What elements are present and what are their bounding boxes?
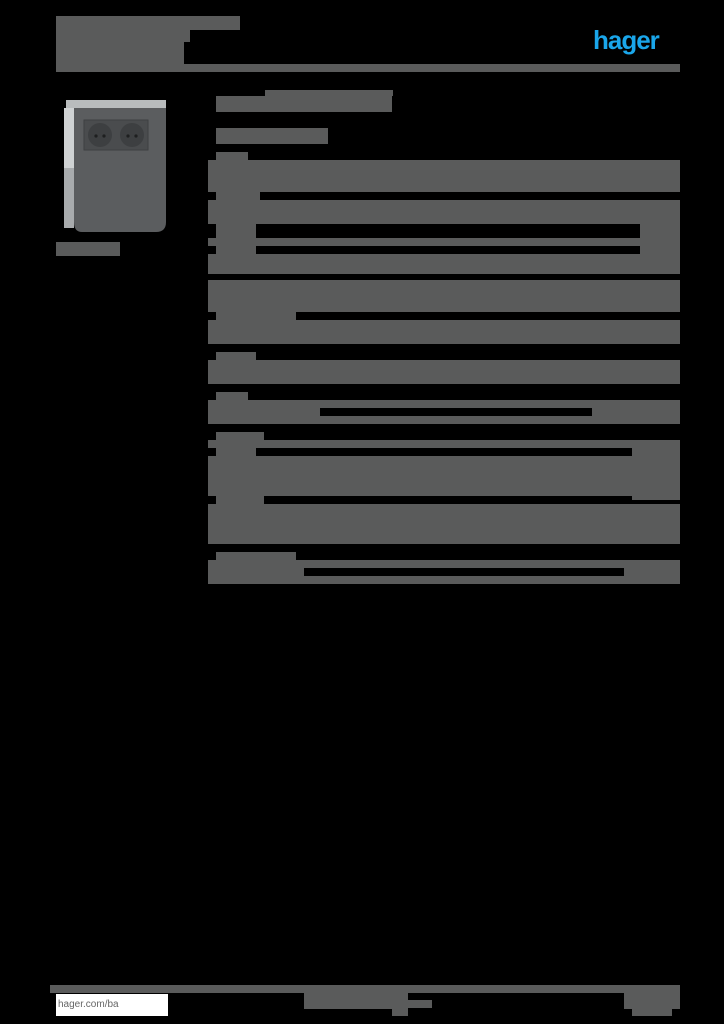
section-1-row-1 <box>208 160 680 192</box>
section-5-row-top <box>208 560 680 568</box>
section-1-label <box>216 152 248 162</box>
section-2-label <box>216 352 256 362</box>
section-2-row <box>208 360 680 384</box>
section-3-row-bottom <box>208 416 680 424</box>
section-4-row-1 <box>208 440 680 448</box>
section-1-label-col <box>216 190 260 200</box>
section-1-row-5 <box>208 280 680 312</box>
header-rule <box>56 64 680 72</box>
footer-center-text-3 <box>392 1008 408 1016</box>
footer-page-info <box>624 993 680 1009</box>
footer-center-text <box>304 993 408 1009</box>
section-4-label <box>216 432 264 442</box>
section-1-row-5-label <box>216 310 296 322</box>
header-title-line2 <box>56 28 190 42</box>
footer-url-link[interactable]: hager.com/ba <box>56 994 168 1016</box>
section-5-label <box>216 552 296 562</box>
section-1-row-2 <box>208 200 680 224</box>
section-1-row-3 <box>208 238 648 246</box>
footer-center-text-2 <box>384 1000 432 1008</box>
section-5-row-bottom <box>208 576 680 584</box>
product-subheading <box>216 128 328 144</box>
hager-logo: hager <box>593 25 660 55</box>
section-4-row-2-label <box>216 494 264 504</box>
footer-page-info-2 <box>632 1008 672 1016</box>
product-heading <box>216 96 392 112</box>
section-4-row-2 <box>208 456 680 496</box>
footer-rule <box>50 985 680 993</box>
section-1-row-6 <box>208 320 680 344</box>
section-4-row-3 <box>208 504 680 544</box>
header-title-line1 <box>56 16 240 30</box>
header-title-line3 <box>56 40 184 64</box>
section-3-label <box>216 392 248 402</box>
section-5-row-value <box>624 560 680 584</box>
section-1-row-4 <box>208 254 680 274</box>
product-heading-top <box>265 90 393 96</box>
product-image <box>62 96 168 236</box>
section-3-row-top <box>208 400 680 408</box>
section-3-row-value <box>592 400 680 424</box>
product-image-caption <box>56 242 120 256</box>
